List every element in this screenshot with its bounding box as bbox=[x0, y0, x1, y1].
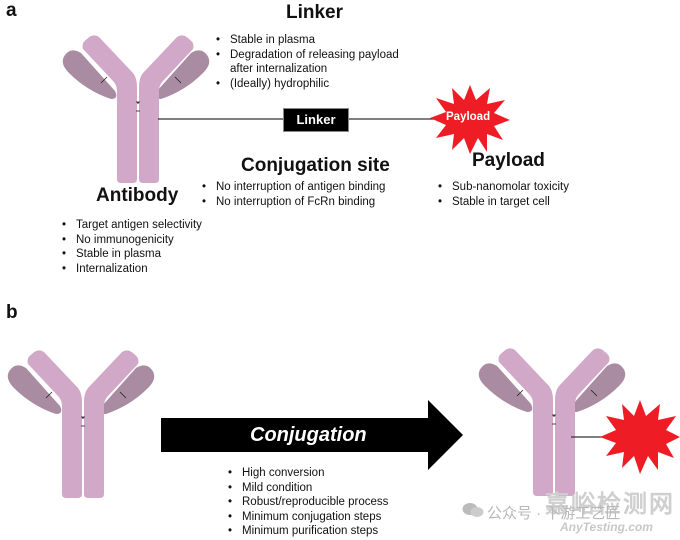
conjugation-arrow bbox=[161, 400, 463, 470]
conjugation-arrow-label: Conjugation bbox=[250, 424, 367, 446]
conjugation-bullets: High conversion Mild condition Robust/re… bbox=[226, 466, 388, 539]
payload-star-b bbox=[600, 400, 680, 474]
linker-bullets: Stable in plasma Degradation of releasin… bbox=[214, 33, 399, 91]
payload-bullets: Sub-nanomolar toxicity Stable in target … bbox=[436, 180, 569, 209]
payload-bullet: Sub-nanomolar toxicity bbox=[436, 180, 569, 195]
antibody-graphic-b-left bbox=[7, 349, 155, 499]
linker-bullet: (Ideally) hydrophilic bbox=[214, 77, 399, 92]
antibody-graphic-b-right bbox=[478, 347, 626, 497]
antibody-bullet: Internalization bbox=[60, 262, 202, 277]
conjugation-bullet: Robust/reproducible process bbox=[226, 495, 388, 510]
watermark-url: AnyTesting.com bbox=[560, 520, 653, 534]
watermark-site-name: 嘉峪检测网 bbox=[545, 491, 675, 518]
payload-heading: Payload bbox=[472, 150, 545, 171]
conjugation-site-bullet: No interruption of FcRn binding bbox=[200, 195, 385, 210]
conjugation-site-bullet: No interruption of antigen binding bbox=[200, 180, 385, 195]
antibody-bullet: Stable in plasma bbox=[60, 247, 202, 262]
linker-heading: Linker bbox=[286, 2, 344, 23]
antibody-bullet: Target antigen selectivity bbox=[60, 218, 202, 233]
panel-a-label: a bbox=[6, 0, 17, 21]
conjugation-bullet: Mild condition bbox=[226, 481, 388, 496]
watermark-account: 公众号 · 下游工艺匠 bbox=[487, 505, 621, 522]
linker-bullet-continuation: after internalization bbox=[230, 63, 328, 75]
antibody-bullets: Target antigen selectivity No immunogeni… bbox=[60, 218, 202, 276]
conjugation-bullet: Minimum conjugation steps bbox=[226, 510, 388, 525]
linker-bullet: Stable in plasma bbox=[214, 33, 399, 48]
payload-bullet: Stable in target cell bbox=[436, 195, 569, 210]
linker-box: Linker bbox=[283, 108, 349, 132]
antibody-bullet: No immunogenicity bbox=[60, 233, 202, 248]
conjugation-bullet: High conversion bbox=[226, 466, 388, 481]
conjugation-site-heading: Conjugation site bbox=[241, 155, 390, 176]
wechat-icon bbox=[462, 502, 484, 518]
conjugation-site-bullets: No interruption of antigen binding No in… bbox=[200, 180, 385, 209]
linker-bullet: Degradation of releasing payload bbox=[214, 48, 399, 63]
payload-star-a bbox=[430, 85, 510, 154]
antibody-graphic-a bbox=[62, 34, 210, 184]
panel-b-label: b bbox=[6, 302, 18, 323]
conjugation-bullet: Minimum purification steps bbox=[226, 524, 388, 539]
payload-star-label: Payload bbox=[446, 111, 491, 123]
antibody-heading: Antibody bbox=[96, 185, 179, 206]
